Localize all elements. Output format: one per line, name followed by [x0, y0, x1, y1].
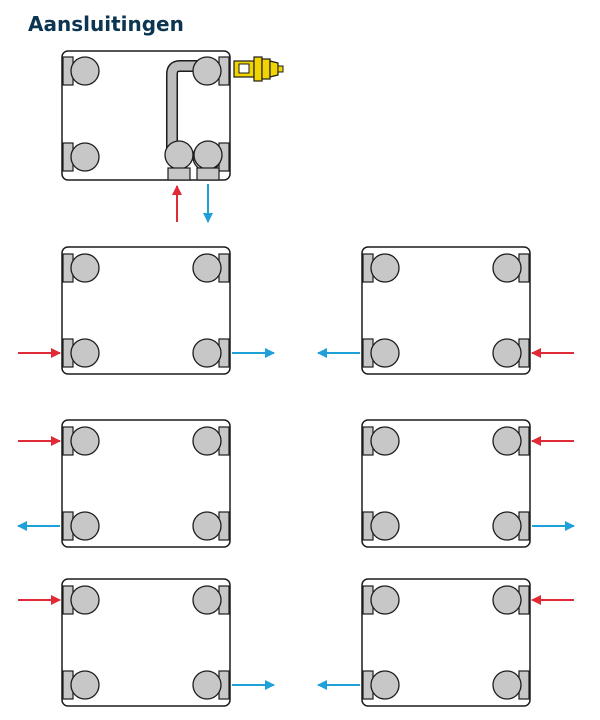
radiator-body: [361, 578, 531, 707]
nipple-icon: [492, 585, 530, 615]
nipple-icon: [492, 511, 530, 541]
nipple-icon: [192, 338, 230, 368]
nipple-icon: [362, 338, 400, 368]
nipple-icon: [362, 511, 400, 541]
radiator-body: [361, 246, 531, 375]
radiator-right-top-supply-left-bottom-return: [317, 578, 574, 707]
nipple-icon: [62, 338, 100, 368]
radiator-left-bottom-supply-right-bottom-return: [18, 246, 275, 375]
radiator-body: [61, 578, 231, 707]
nipple-icon: [492, 338, 530, 368]
radiator-left-top-supply-left-bottom-return: [17, 419, 231, 548]
radiator-valve-bottom-middle: [61, 50, 284, 223]
radiator-right-bottom-supply-left-bottom-return: [317, 246, 574, 375]
radiator-right-top-supply-right-bottom-return: [361, 419, 575, 548]
radiator-left-top-supply-right-bottom-return: [18, 578, 275, 707]
radiator-body: [61, 50, 231, 181]
nipple-icon: [492, 426, 530, 456]
nipple-icon: [62, 56, 100, 86]
nipple-icon: [62, 511, 100, 541]
radiator-body: [61, 246, 231, 375]
nipple-icon: [492, 253, 530, 283]
bottom-connection-icon: [164, 140, 194, 181]
nipple-icon: [62, 426, 100, 456]
nipple-icon: [62, 585, 100, 615]
nipple-icon: [192, 511, 230, 541]
thermostatic-valve-icon: [233, 56, 284, 82]
radiator-body: [361, 419, 531, 548]
nipple-icon: [362, 670, 400, 700]
nipple-icon: [62, 142, 100, 172]
nipple-icon: [192, 426, 230, 456]
nipple-icon: [192, 585, 230, 615]
nipple-icon: [362, 585, 400, 615]
nipple-icon: [362, 253, 400, 283]
nipple-icon: [362, 426, 400, 456]
nipple-icon: [62, 253, 100, 283]
nipple-icon: [192, 253, 230, 283]
page-title: Aansluitingen: [28, 12, 184, 36]
radiator-body: [61, 419, 231, 548]
nipple-icon: [492, 670, 530, 700]
bottom-connection-icon: [193, 140, 223, 181]
nipple-icon: [192, 670, 230, 700]
nipple-icon: [62, 670, 100, 700]
nipple-icon: [192, 56, 230, 86]
